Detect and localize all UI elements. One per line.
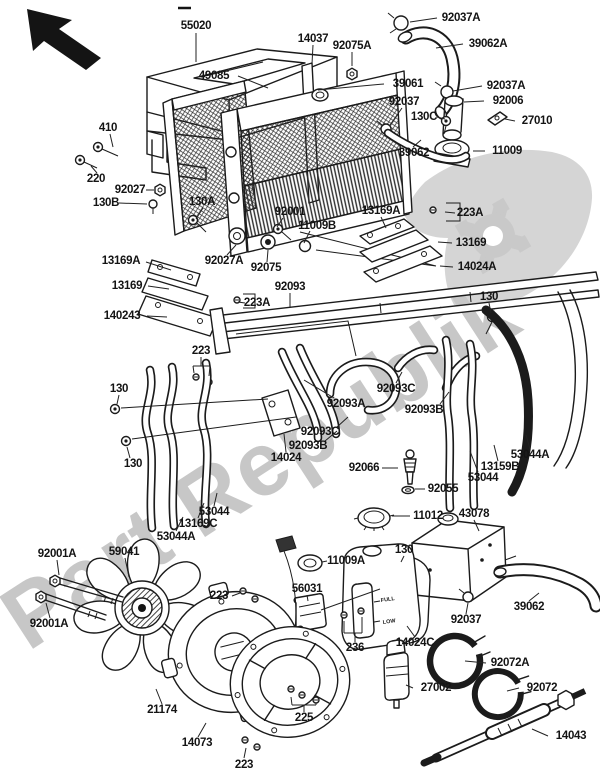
- part-label: 55020: [180, 20, 212, 32]
- part-label: 92001A: [37, 548, 77, 560]
- leader-lines: [45, 17, 549, 759]
- part-label: 14024A: [457, 261, 497, 273]
- part-label: 92093C: [376, 383, 416, 395]
- part-label: 225: [294, 712, 314, 724]
- part-label: 13169A: [101, 255, 141, 267]
- part-label: 39062: [513, 601, 545, 613]
- drain-plug: [401, 449, 417, 495]
- part-label: 27002: [420, 682, 452, 694]
- fan-cover: [229, 625, 351, 739]
- part-label: 59041: [108, 546, 140, 558]
- part-label: 92072A: [490, 657, 530, 669]
- part-label: 223: [234, 759, 254, 771]
- part-label: 92066: [348, 462, 380, 474]
- part-label: 92001A: [29, 618, 69, 630]
- cooling-fan: [35, 535, 297, 679]
- part-label: 13169: [455, 237, 487, 249]
- part-label: 14037: [297, 33, 329, 45]
- radiator: [162, 62, 437, 267]
- part-label: 11009A: [327, 555, 365, 567]
- part-label: 130B: [92, 197, 120, 209]
- gear-icon: [454, 197, 532, 275]
- bottom-hardware: [239, 563, 600, 767]
- part-label: 130: [109, 383, 129, 395]
- part-label: 92055: [427, 483, 459, 495]
- direction-arrow-icon: [27, 6, 191, 70]
- part-label: 130: [123, 458, 143, 470]
- part-label: 410: [98, 122, 118, 134]
- part-label: 92027A: [204, 255, 244, 267]
- part-label: 92037: [388, 96, 420, 108]
- part-label: 13169A: [361, 205, 401, 217]
- part-label: 130: [479, 291, 499, 303]
- part-label: 53044A: [510, 449, 550, 461]
- part-label: 53044: [467, 472, 499, 484]
- part-label: 92093: [274, 281, 306, 293]
- part-label: 27010: [521, 115, 553, 127]
- part-label: 11009B: [298, 220, 336, 232]
- part-label: 13159B: [480, 461, 520, 473]
- part-label: 39062: [398, 147, 430, 159]
- part-label: 223: [209, 590, 229, 602]
- part-label: 140243: [103, 310, 141, 322]
- part-label: 92075: [250, 262, 282, 274]
- part-label: 92037A: [486, 80, 526, 92]
- cooling-pipes: [109, 305, 533, 533]
- part-label: 49085: [198, 70, 230, 82]
- part-label: 21174: [147, 704, 177, 716]
- part-label: 92037: [450, 614, 482, 626]
- part-label: 11012: [413, 510, 443, 522]
- part-label: 236: [345, 642, 365, 654]
- part-label: 92027: [114, 184, 146, 196]
- part-label: 92093A: [326, 398, 366, 410]
- part-label: 130A: [188, 196, 216, 208]
- radiator-stay: [192, 271, 600, 469]
- part-label: 92006: [492, 95, 524, 107]
- part-label: 92093B: [288, 440, 328, 452]
- part-label: 39061: [392, 78, 424, 90]
- part-label: 130C: [410, 111, 438, 123]
- upper-hoses: [376, 12, 508, 168]
- part-label: 14073: [181, 737, 213, 749]
- part-label: 39062A: [468, 38, 508, 50]
- part-label: 92072: [526, 682, 558, 694]
- part-label: 43078: [458, 508, 490, 520]
- part-label: 223: [191, 345, 211, 357]
- part-label: 56031: [291, 583, 323, 595]
- part-label: 220: [86, 173, 106, 185]
- part-label: 130: [394, 544, 414, 556]
- tank-low-marking: LOW: [382, 618, 396, 626]
- part-label: 14024C: [395, 637, 435, 649]
- part-label: 223A: [243, 297, 271, 309]
- part-label: 11009: [492, 145, 522, 157]
- part-label: 223A: [456, 207, 484, 219]
- part-label: 92075A: [332, 40, 372, 52]
- part-label: 92001: [274, 206, 306, 218]
- tank-full-marking: FULL: [380, 596, 395, 604]
- part-label: 53044: [198, 506, 230, 518]
- part-label: 13169C: [178, 518, 218, 530]
- part-label: 14043: [555, 730, 587, 742]
- part-label: 92093C: [300, 426, 340, 438]
- part-label: 92037A: [441, 12, 481, 24]
- part-label: 13169: [111, 280, 143, 292]
- part-label: 14024: [270, 452, 302, 464]
- part-label: 92093B: [404, 404, 444, 416]
- upper-fasteners: [74, 67, 358, 253]
- part-label: 53044A: [156, 531, 196, 543]
